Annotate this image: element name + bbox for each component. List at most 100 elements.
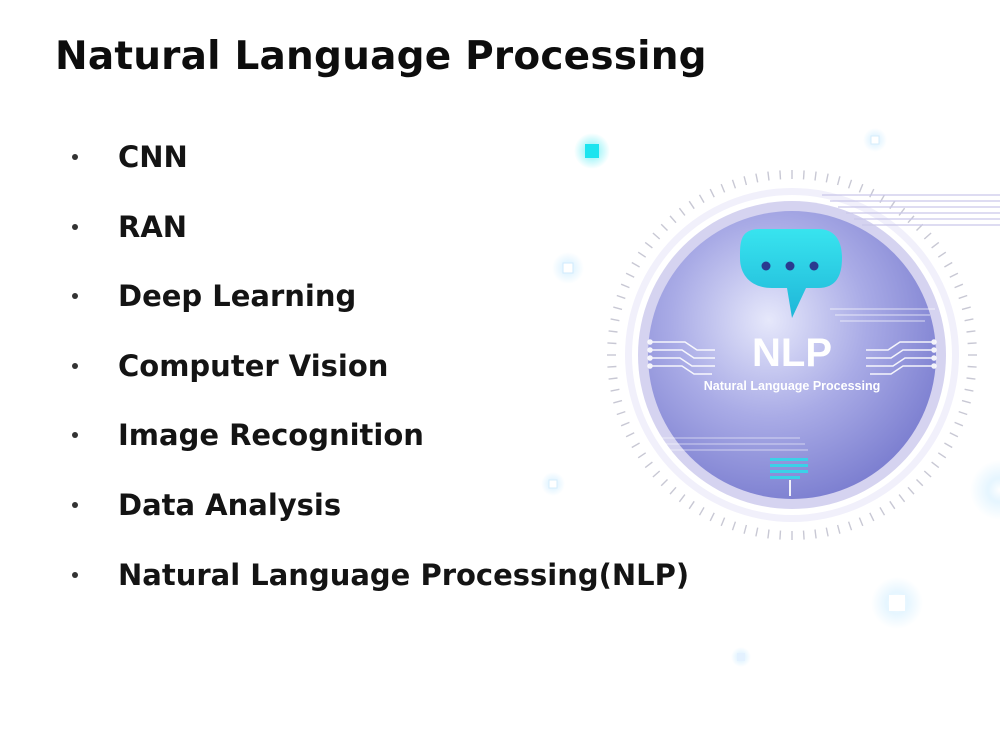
bullet-icon [72, 223, 78, 230]
tick-mark [958, 410, 968, 416]
tick-mark [613, 399, 623, 404]
tick-mark [720, 183, 726, 193]
circuit-lines-right [866, 339, 937, 375]
tick-mark [869, 188, 875, 198]
tick-mark [869, 512, 875, 522]
tick-mark [814, 171, 817, 181]
tick-mark [644, 241, 653, 249]
tick-mark [709, 188, 715, 198]
list-item: Computer Vision [72, 346, 689, 416]
streak-lines [655, 194, 1000, 451]
tick-mark [678, 494, 686, 503]
tick-mark [889, 500, 896, 510]
bullet-text: Image Recognition [118, 418, 424, 453]
tick-mark [610, 318, 620, 322]
tick-mark [814, 529, 817, 539]
bullet-list: CNN RAN Deep Learning Computer Vision Im… [72, 137, 689, 624]
tick-mark [961, 399, 971, 404]
tick-mark [836, 524, 841, 534]
tick-mark [652, 232, 661, 240]
bullet-icon [72, 362, 78, 369]
tick-mark [802, 170, 805, 180]
tick-mark [637, 251, 647, 258]
tick-mark [755, 527, 759, 537]
bullet-icon [72, 501, 78, 508]
glow-particles [541, 128, 1000, 667]
tick-mark [958, 294, 968, 300]
tick-mark [698, 507, 705, 516]
tick-mark [767, 171, 770, 181]
tick-mark [967, 342, 977, 345]
chat-bubble-icon [740, 229, 842, 318]
list-item: RAN [72, 207, 689, 277]
tick-mark [916, 479, 924, 487]
tick-mark [898, 494, 906, 503]
tick-ring [607, 170, 977, 540]
tick-mark [669, 215, 677, 224]
bullet-text: CNN [118, 140, 188, 174]
slide-title: Natural Language Processing [55, 34, 707, 79]
tick-mark [966, 377, 976, 380]
tick-mark [944, 442, 953, 449]
tick-mark [825, 173, 829, 183]
tick-mark [937, 251, 947, 258]
list-item: Image Recognition [72, 415, 689, 485]
tick-mark [767, 529, 770, 539]
tick-mark [847, 179, 853, 189]
tick-mark [755, 173, 759, 183]
tick-mark [961, 306, 971, 311]
tick-mark [688, 200, 695, 210]
tick-mark [652, 470, 661, 478]
tick-mark [625, 432, 635, 438]
tick-mark [967, 365, 977, 368]
tick-mark [644, 461, 653, 469]
bullet-icon [72, 293, 78, 300]
tick-mark [608, 330, 618, 333]
tick-mark [669, 486, 677, 495]
tick-mark [954, 421, 964, 427]
tick-mark [610, 388, 620, 392]
tick-mark [825, 527, 829, 537]
tick-mark [720, 517, 726, 527]
tick-mark [678, 207, 686, 216]
tick-mark [923, 232, 932, 240]
tick-mark [779, 170, 782, 180]
tick-mark [964, 388, 974, 392]
tick-mark [731, 179, 737, 189]
tick-mark [879, 507, 886, 516]
bullet-text: Natural Language Processing(NLP) [118, 557, 690, 592]
badge-subtitle: Natural Language Processing [704, 379, 880, 393]
nlp-badge-graphic: NLP Natural Language Processing [541, 128, 1000, 667]
tick-mark [631, 442, 640, 449]
tick-mark [949, 432, 959, 438]
tick-mark [620, 421, 630, 427]
bullet-text: RAN [118, 209, 188, 244]
tick-mark [631, 261, 640, 268]
list-item: Natural Language Processing(NLP) [72, 555, 689, 625]
tick-mark [607, 342, 617, 345]
tick-mark [923, 470, 932, 478]
tick-mark [743, 524, 748, 534]
badge-disc [648, 211, 936, 499]
tick-mark [743, 176, 748, 186]
tick-mark [944, 261, 953, 268]
tick-mark [802, 530, 805, 540]
tick-mark [836, 176, 841, 186]
tick-mark [625, 272, 635, 278]
tick-mark [637, 452, 647, 459]
bullet-icon [72, 571, 78, 578]
list-item: CNN [72, 137, 689, 207]
tick-mark [660, 223, 668, 231]
tick-mark [613, 306, 623, 311]
tick-mark [709, 512, 715, 522]
tick-mark [698, 194, 705, 203]
bullet-icon [72, 154, 78, 160]
badge-title: NLP [752, 331, 832, 375]
tick-mark [954, 283, 964, 289]
tick-mark [607, 365, 617, 368]
tick-mark [898, 207, 906, 216]
bullet-text: Deep Learning [118, 279, 357, 314]
tick-mark [779, 530, 782, 540]
list-item: Data Analysis [72, 485, 689, 555]
bullet-icon [72, 432, 78, 439]
